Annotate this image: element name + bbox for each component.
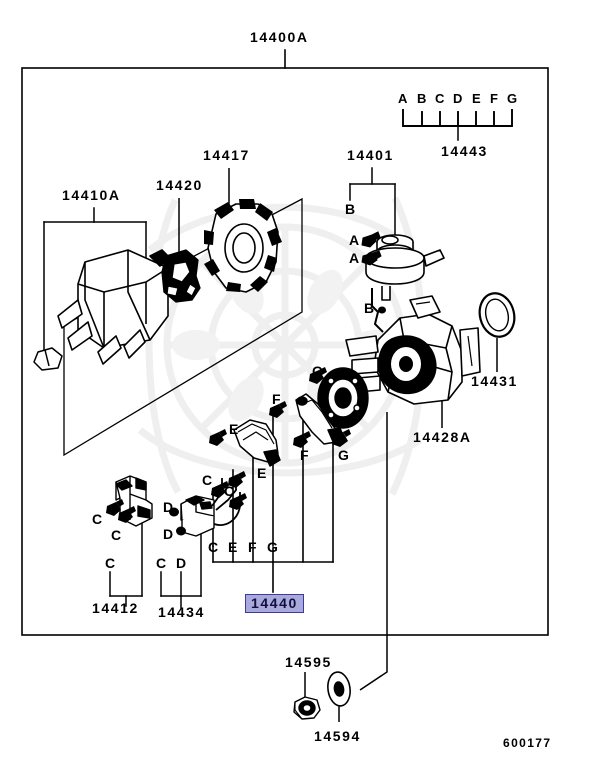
item-letter-c2: C [111, 527, 122, 543]
callout-14594: 14594 [314, 728, 361, 744]
bracket-14412 [109, 509, 143, 607]
item-letter-c3: C [202, 472, 213, 488]
legend-letter-a: A [398, 91, 408, 106]
legend-letter-b: B [417, 91, 427, 106]
part-shoe-e [233, 419, 281, 467]
callout-14410a: 14410A [62, 187, 121, 203]
part-bolt-c1 [106, 499, 124, 516]
legend-letter-d: D [453, 91, 463, 106]
part-o-ring-14431 [478, 292, 516, 338]
part-pump-housing-lobes-14417 [204, 199, 282, 292]
part-screw-a1 [361, 231, 381, 248]
item-letter-f2: F [300, 447, 309, 463]
part-bolt-f1 [269, 401, 287, 418]
legend-letter-f: F [490, 91, 498, 106]
callout-14440-highlighted[interactable]: 14440 [245, 594, 304, 613]
part-bolt-e1 [209, 429, 227, 446]
part-vacuum-actuator-14401 [365, 234, 445, 333]
callout-14400a: 14400A [250, 29, 309, 45]
part-bolt-c3 [211, 481, 229, 498]
item-letter-f1: F [272, 391, 281, 407]
part-pump-housing-14417 [207, 203, 279, 293]
part-nut-14595 [293, 696, 321, 720]
item-letter-b1: B [345, 201, 356, 217]
bracket-14412-letter-c: C [105, 555, 116, 571]
part-bolt-g1 [309, 367, 327, 384]
part-bolt-c2 [118, 506, 136, 523]
part-connector-14434 [180, 495, 215, 537]
item-letter-a2: A [349, 250, 360, 266]
leader-14401 [349, 167, 396, 236]
bracket-14440-letter-g: G [267, 539, 278, 555]
callout-14431: 14431 [471, 373, 518, 389]
part-pulley-plate-g [317, 367, 369, 429]
part-cap-clip [33, 347, 63, 371]
bracket-14440-letter-f: F [248, 539, 257, 555]
part-washer-14594 [327, 671, 351, 707]
callout-14595: 14595 [285, 654, 332, 670]
item-letter-b2: B [364, 300, 375, 316]
legend-letter-e: E [472, 91, 481, 106]
item-letter-e2: E [257, 465, 267, 481]
bracket-14440-letter-c: C [208, 539, 219, 555]
part-rotor-14420 [161, 249, 201, 303]
item-letter-e1: E [229, 421, 239, 437]
part-bolt-f2 [293, 431, 311, 448]
part-bolt-d2 [176, 526, 186, 536]
callout-14417: 14417 [203, 147, 250, 163]
callout-14428a: 14428A [413, 429, 472, 445]
callout-14401: 14401 [347, 147, 394, 163]
part-bolt-c4 [229, 493, 247, 510]
bracket-14434-letter-d: D [176, 555, 187, 571]
legend-bracket [402, 109, 513, 141]
figure-code: 600177 [503, 736, 552, 750]
item-letter-d2: D [163, 526, 174, 542]
item-letter-d1: D [163, 499, 174, 515]
item-letter-a1: A [349, 232, 360, 248]
bracket-14440-letter-e: E [228, 539, 238, 555]
leader-assembly-to-bottom [359, 412, 388, 691]
callout-14420: 14420 [156, 177, 203, 193]
item-letter-c1: C [92, 511, 103, 527]
part-distributor-cap-14410a [57, 249, 171, 365]
item-letter-g2: G [338, 447, 349, 463]
part-screw-a2 [361, 250, 382, 266]
item-letter-g1: G [312, 363, 323, 379]
part-bolt-g2 [332, 429, 351, 447]
callout-14412: 14412 [92, 600, 139, 616]
part-bolt-d1 [169, 507, 179, 517]
callout-14434: 14434 [158, 604, 205, 620]
part-clip-b2 [378, 306, 386, 314]
bracket-14434-letter-c: C [156, 555, 167, 571]
legend-letter-c: C [435, 91, 445, 106]
legend-letter-g: G [507, 91, 518, 106]
callout-14443: 14443 [441, 143, 488, 159]
part-pump-internal-gear [377, 335, 437, 395]
item-letter-c4: C [224, 483, 235, 499]
